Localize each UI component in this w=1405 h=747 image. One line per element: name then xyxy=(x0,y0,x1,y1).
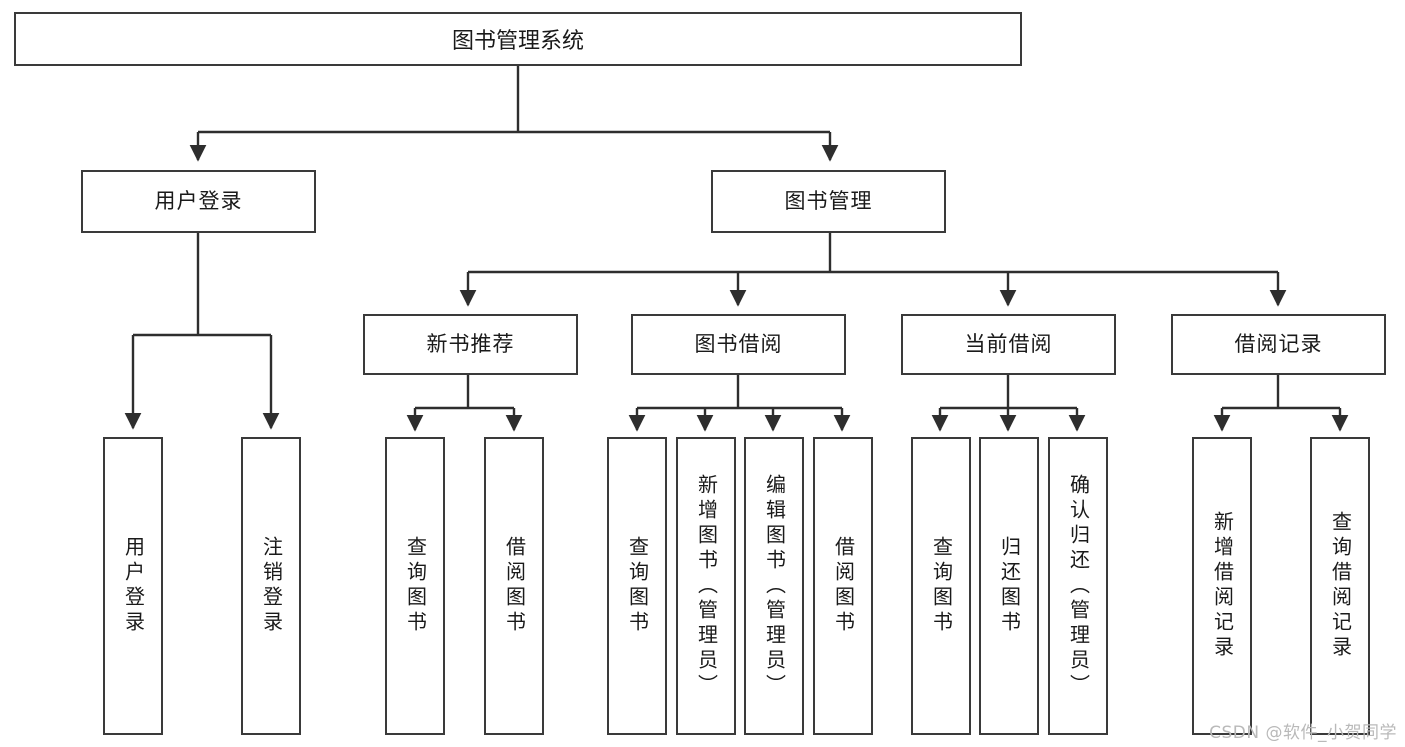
leaf-borrow-add-book[interactable]: 新增图书（管理员） xyxy=(676,437,736,735)
node-root-system[interactable]: 图书管理系统 xyxy=(14,12,1022,66)
leaf-record-add[interactable]: 新增借阅记录 xyxy=(1192,437,1252,735)
leaf-recommend-borrow-book[interactable]: 借阅图书 xyxy=(484,437,544,735)
node-label: 借阅图书 xyxy=(502,536,527,636)
node-label: 查询图书 xyxy=(625,536,650,636)
node-label: 新增图书（管理员） xyxy=(694,473,719,699)
node-label: 图书管理系统 xyxy=(451,29,584,54)
node-label: 查询图书 xyxy=(929,536,954,636)
leaf-user-logout[interactable]: 注销登录 xyxy=(241,437,301,735)
leaf-current-confirm-return[interactable]: 确认归还（管理员） xyxy=(1048,437,1108,735)
node-label: 当前借阅 xyxy=(964,331,1053,356)
node-label: 确认归还（管理员） xyxy=(1066,473,1091,699)
csdn-watermark: CSDN @软件_小贺同学 xyxy=(1209,723,1397,743)
leaf-record-query[interactable]: 查询借阅记录 xyxy=(1310,437,1370,735)
leaf-borrow-query-book[interactable]: 查询图书 xyxy=(607,437,667,735)
node-label: 图书管理 xyxy=(784,188,873,213)
node-label: 用户登录 xyxy=(154,188,243,213)
node-label: 新增借阅记录 xyxy=(1210,511,1235,661)
node-label: 新书推荐 xyxy=(426,331,515,356)
node-label: 归还图书 xyxy=(997,536,1022,636)
node-new-book-recommend[interactable]: 新书推荐 xyxy=(363,314,578,375)
node-label: 用户登录 xyxy=(121,536,146,636)
node-book-management[interactable]: 图书管理 xyxy=(711,170,946,233)
node-book-borrow[interactable]: 图书借阅 xyxy=(631,314,846,375)
leaf-borrow-edit-book[interactable]: 编辑图书（管理员） xyxy=(744,437,804,735)
leaf-recommend-query-book[interactable]: 查询图书 xyxy=(385,437,445,735)
leaf-borrow-borrow-book[interactable]: 借阅图书 xyxy=(813,437,873,735)
node-label: 查询借阅记录 xyxy=(1328,511,1353,661)
node-label: 图书借阅 xyxy=(694,331,783,356)
node-label: 借阅图书 xyxy=(831,536,856,636)
leaf-current-return-book[interactable]: 归还图书 xyxy=(979,437,1039,735)
node-current-borrow[interactable]: 当前借阅 xyxy=(901,314,1116,375)
node-label: 注销登录 xyxy=(259,536,284,636)
node-label: 查询图书 xyxy=(403,536,428,636)
node-label: 借阅记录 xyxy=(1234,331,1323,356)
leaf-current-query-book[interactable]: 查询图书 xyxy=(911,437,971,735)
node-borrow-record[interactable]: 借阅记录 xyxy=(1171,314,1386,375)
node-label: 编辑图书（管理员） xyxy=(762,473,787,699)
leaf-user-login[interactable]: 用户登录 xyxy=(103,437,163,735)
node-user-login[interactable]: 用户登录 xyxy=(81,170,316,233)
